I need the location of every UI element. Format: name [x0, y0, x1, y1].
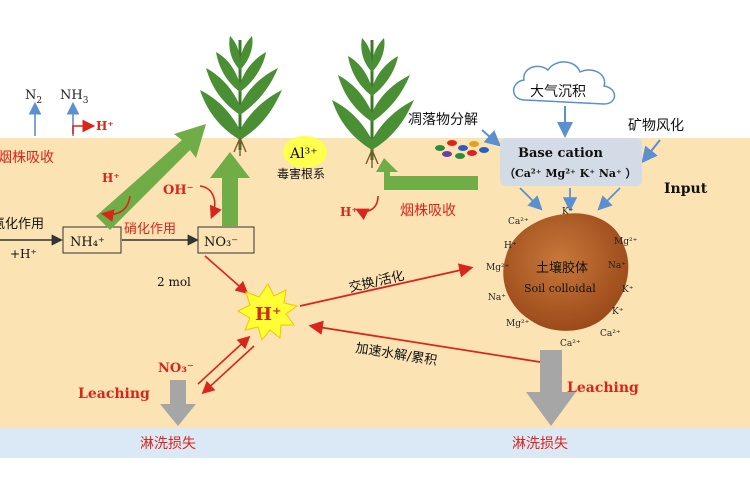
roots-left — [233, 137, 247, 156]
al-ellipse — [283, 136, 327, 168]
soil-colloid — [503, 213, 629, 331]
litter-label: 凋落物分解 — [408, 112, 478, 128]
h-plus-1: H⁺ — [102, 171, 120, 185]
cloud — [512, 61, 616, 105]
mineral-arrow — [641, 139, 661, 164]
colloid-cn: 土壤胶体 — [536, 260, 588, 276]
atmos-label: 大气沉积 — [530, 84, 586, 100]
colloid-en: Soil colloidal — [524, 282, 596, 295]
colloid-ion: Mg²⁺ — [506, 319, 530, 329]
colloid-ion: H⁺ — [504, 241, 517, 251]
leaching-arrow-right — [526, 350, 576, 426]
nh4-label: NH₄⁺ — [70, 235, 105, 250]
cations-label: （Ca²⁺ Mg²⁺ K⁺ Na⁺ ） — [504, 167, 637, 180]
tobacco-plant-right — [332, 38, 414, 160]
base-cation-box — [500, 138, 642, 186]
colloid-ion: Na⁺ — [488, 293, 506, 303]
exchange-arrow — [299, 263, 474, 307]
green-uptake-arrow-mid — [210, 152, 250, 226]
colloid-ion: Ca²⁺ — [560, 339, 581, 349]
loss-left-label: 淋洗损失 — [140, 436, 196, 452]
nh3-label: NH3 — [60, 88, 89, 106]
uptake-left-label: 烟株吸收 — [0, 150, 54, 166]
roots-right — [365, 149, 379, 168]
al-toxic-label: 毒害根系 — [277, 166, 325, 181]
leaching-band — [0, 428, 750, 458]
leaching-right-label: Leaching — [567, 380, 639, 396]
green-uptake-arrow-right — [376, 158, 478, 190]
tobacco-plant-left — [200, 36, 282, 150]
colloid-ion: K⁺ — [612, 307, 624, 317]
litter-arrow — [481, 129, 502, 147]
no3-h-double-arrow-2 — [201, 345, 255, 395]
plus-h-label: +H⁺ — [10, 247, 37, 261]
uptake-right-label: 烟株吸收 — [400, 203, 456, 219]
h-curl-arrow-right — [355, 195, 379, 221]
colloid-ion: Mg²⁺ — [486, 263, 510, 273]
no3-box — [197, 226, 255, 254]
oh-curl-arrow — [199, 185, 222, 219]
al3-label: Al³⁺ — [289, 146, 318, 162]
two-mol-label: 2 mol — [157, 275, 191, 289]
loss-right-label: 淋洗损失 — [512, 436, 568, 452]
base-cation-label: Base cation — [518, 146, 603, 161]
nh4-box — [62, 226, 122, 254]
h-plus-center: H⁺ — [255, 304, 282, 325]
colloid-ion: K⁺ — [562, 207, 574, 217]
h-release-arrow — [72, 119, 96, 134]
leaching-left-label: Leaching — [78, 386, 150, 402]
colloid-ion: Ca²⁺ — [600, 329, 621, 339]
nitrification-label: 硝化作用 — [124, 222, 176, 237]
colloid-ion: Mg²⁺ — [614, 237, 638, 247]
litter-pellets — [435, 140, 489, 159]
oh-minus-label: OH⁻ — [163, 183, 193, 198]
input-label: Input — [664, 181, 708, 197]
h-plus-top: H⁺ — [96, 119, 114, 133]
input-arrow-1 — [519, 187, 543, 211]
mineral-label: 矿物风化 — [628, 118, 684, 134]
h-curl-arrow — [100, 195, 131, 222]
colloid-ion: Ca²⁺ — [508, 217, 529, 227]
h-plus-2: H⁺ — [340, 205, 358, 219]
h-starburst — [236, 283, 299, 342]
colloid-ion: K⁺ — [622, 285, 634, 295]
no3-leach-label: NO₃⁻ — [158, 361, 194, 376]
colloid-ions: Ca²⁺ K⁺ Mg²⁺ H⁺ Na⁺ Mg²⁺ K⁺ Na⁺ Mg²⁺ Ca²⁺ K⁺ Ca²⁺ — [486, 207, 638, 349]
no3-to-h-arrow — [204, 255, 249, 295]
no3-h-double-arrow-1 — [197, 335, 251, 385]
no3-label: NO₃⁻ — [204, 235, 238, 250]
n2-label: N2 — [25, 88, 42, 106]
green-uptake-arrow-left — [96, 124, 206, 230]
ammonification-label: 氨化作用 — [0, 217, 44, 232]
colloid-ion: Na⁺ — [608, 261, 626, 271]
leaching-arrow-left — [160, 380, 196, 426]
input-arrow-3 — [597, 187, 621, 211]
hydrolysis-arrow — [308, 320, 541, 363]
